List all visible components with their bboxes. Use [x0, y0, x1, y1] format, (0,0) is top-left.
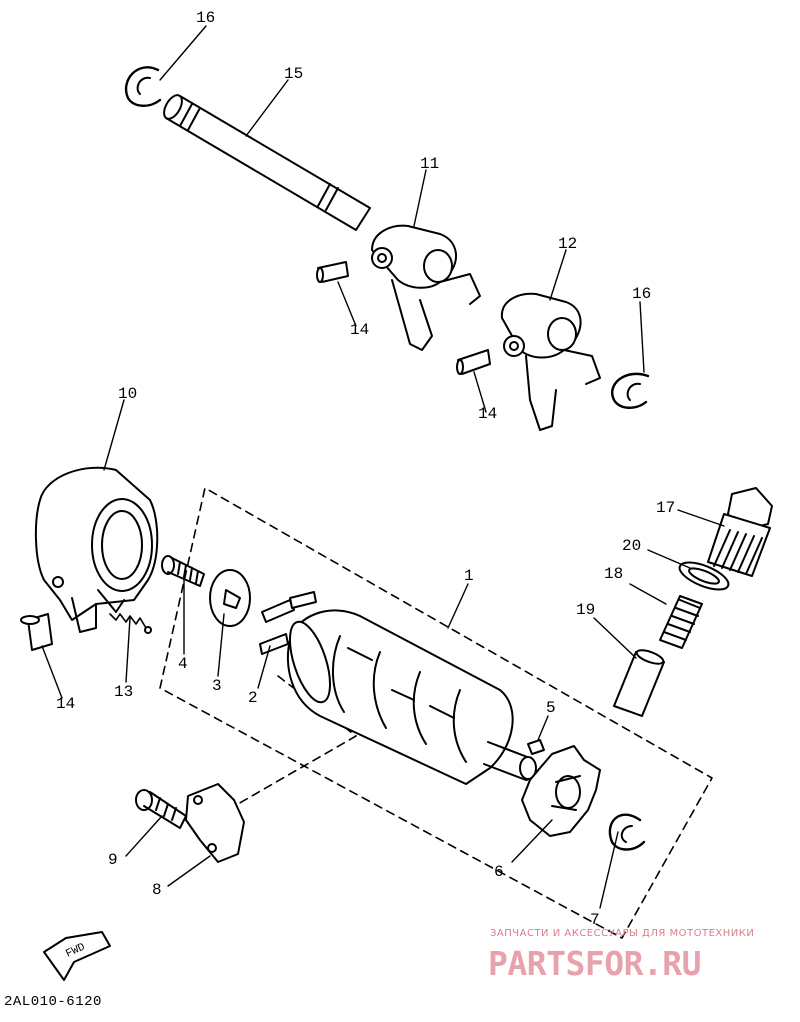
spring-end-part-13 — [144, 626, 152, 634]
callout-2: 2 — [248, 689, 258, 707]
watermark-brand: PARTSFOR.RU — [488, 944, 702, 983]
plug-bolt-part-17 — [707, 487, 773, 577]
bolt-part-9 — [135, 789, 187, 829]
callout-3: 3 — [212, 677, 222, 695]
guide-pin-part-14a — [316, 261, 349, 283]
stopper-plate-part-3 — [209, 569, 251, 627]
callout-7: 7 — [590, 911, 600, 929]
circlip-part-16-top — [125, 66, 162, 107]
fwd-arrow-icon — [43, 931, 111, 981]
plunger-part-19 — [613, 649, 665, 717]
callout-16: 16 — [632, 285, 652, 303]
segment-cam-part-6 — [521, 745, 601, 837]
screw-part-4 — [161, 555, 205, 587]
watermark-tagline: ЗАПЧАСТИ И АКСЕССУАРЫ ДЛЯ МОТОТЕХНИКИ — [490, 928, 755, 939]
dowel-pins-part-2 — [259, 591, 317, 655]
shift-fork-part-11 — [371, 224, 481, 351]
callout-20: 20 — [622, 537, 642, 555]
guide-pin-part-14b — [456, 349, 491, 375]
callout-9: 9 — [108, 851, 118, 869]
callout-11: 11 — [420, 155, 440, 173]
callout-5: 5 — [546, 699, 556, 717]
callout-19: 19 — [576, 601, 596, 619]
callout-15: 15 — [284, 65, 304, 83]
diagram-code: 2AL010-6120 — [4, 994, 102, 1010]
shift-fork-shaft-part-15 — [163, 94, 371, 231]
shift-drum-part-1 — [286, 609, 537, 785]
callout-17: 17 — [656, 499, 676, 517]
circlip-part-16-right — [611, 372, 650, 409]
shift-fork-part-12 — [500, 292, 601, 431]
callout-14: 14 — [56, 695, 76, 713]
callout-18: 18 — [604, 565, 624, 583]
callout-4: 4 — [178, 655, 188, 673]
callout-1: 1 — [464, 567, 474, 585]
callout-8: 8 — [152, 881, 162, 899]
spring-part-13 — [109, 613, 147, 629]
callout-12: 12 — [558, 235, 578, 253]
stopper-plate-part-8 — [185, 783, 245, 863]
callout-14: 14 — [478, 405, 498, 423]
assembly-boundary — [159, 487, 713, 939]
spring-part-18 — [659, 595, 703, 649]
callout-6: 6 — [494, 863, 504, 881]
leader-lines — [41, 25, 725, 909]
callout-10: 10 — [118, 385, 138, 403]
callout-13: 13 — [114, 683, 134, 701]
guide-pin-part-14c — [20, 613, 53, 651]
pin-part-5 — [527, 739, 545, 755]
circlip-part-7 — [608, 813, 646, 851]
callout-16: 16 — [196, 9, 216, 27]
shift-drum-housing-part-10 — [34, 466, 159, 633]
callout-14: 14 — [350, 321, 370, 339]
